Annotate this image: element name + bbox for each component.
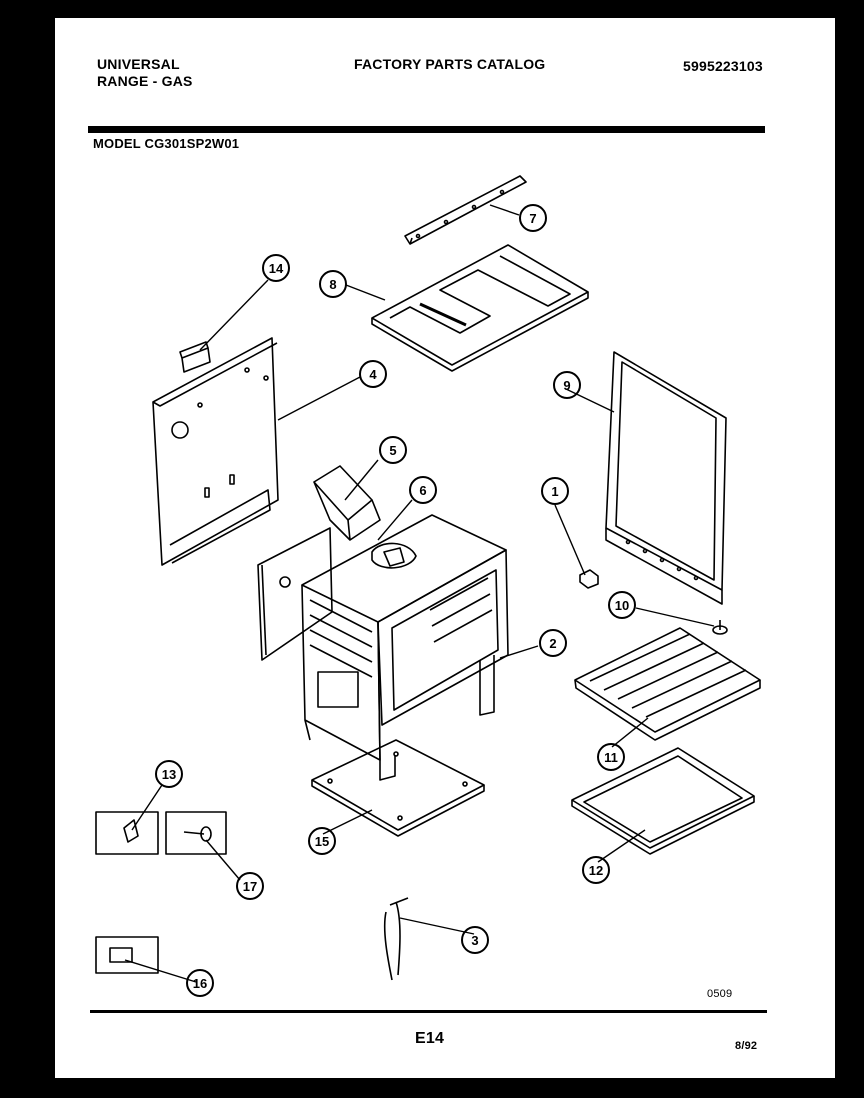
callout-17: 17 (243, 879, 257, 894)
broiler-pan-drawing (571, 747, 755, 855)
callout-12: 12 (589, 863, 603, 878)
clip-drawing (95, 811, 159, 855)
callout-16: 16 (193, 976, 207, 991)
callout-2: 2 (549, 636, 556, 651)
callout-6: 6 (419, 483, 426, 498)
callout-9: 9 (563, 378, 570, 393)
catalog-sheet: UNIVERSAL RANGE - GAS FACTORY PARTS CATA… (55, 18, 835, 1078)
callout-circles (155, 204, 636, 997)
door-spring-drawing (383, 897, 409, 981)
figure-code: 0509 (707, 988, 733, 1000)
callout-13: 13 (162, 767, 176, 782)
leveling-leg-drawing (712, 620, 728, 635)
model-number: MODEL CG301SP2W01 (93, 136, 240, 151)
flue-duct-drawing (313, 465, 381, 541)
callout-8: 8 (329, 277, 336, 292)
callout-4: 4 (369, 367, 377, 382)
callout-7: 7 (529, 211, 536, 226)
brand-line-2: RANGE - GAS (97, 73, 193, 89)
header-rule (88, 126, 765, 133)
callout-14: 14 (269, 261, 284, 276)
bracket-drawing (179, 341, 211, 373)
tag-drawing (95, 936, 159, 974)
screw-drawing (165, 811, 227, 855)
callout-1: 1 (551, 484, 558, 499)
callout-5: 5 (389, 443, 396, 458)
catalog-title: FACTORY PARTS CATALOG (354, 56, 546, 72)
valve-knob-drawing (579, 569, 599, 589)
thermostat-bracket-drawing (371, 542, 417, 569)
back-panel-drawing (152, 337, 279, 566)
page-number: E14 (415, 1030, 445, 1047)
bottom-panel-drawing (311, 739, 485, 837)
top-panel-drawing (371, 244, 589, 372)
callout-11: 11 (604, 750, 618, 765)
callout-10: 10 (615, 598, 629, 613)
callout-15: 15 (315, 834, 329, 849)
top-rail-drawing (404, 175, 527, 245)
footer-rule (90, 1010, 767, 1013)
catalog-number: 5995223103 (683, 58, 763, 74)
side-panel-drawing (605, 351, 727, 605)
print-date: 8/92 (735, 1040, 758, 1052)
callout-3: 3 (471, 933, 478, 948)
oven-body-drawing (257, 514, 509, 781)
brand-line-1: UNIVERSAL (97, 56, 180, 72)
oven-rack-drawing (574, 627, 761, 741)
leader-lines (124, 204, 715, 983)
